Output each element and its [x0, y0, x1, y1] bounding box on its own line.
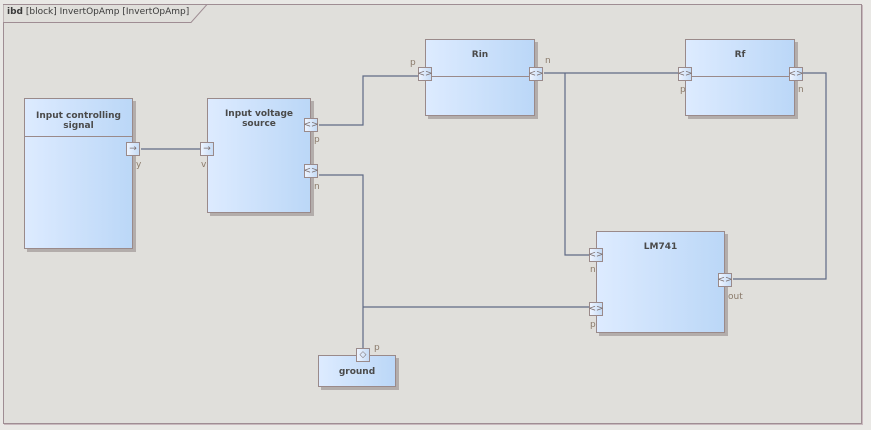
port-label-rin-n: n	[545, 56, 551, 66]
block-name: Rf	[734, 50, 746, 60]
frame-kind: ibd	[7, 7, 23, 17]
bidirectional-icon: <>	[588, 249, 604, 260]
bidirectional-icon: <>	[528, 68, 544, 79]
bidirectional-icon: <>	[788, 68, 804, 79]
bidirectional-icon: <>	[677, 68, 693, 79]
bidirectional-icon: <>	[417, 68, 433, 79]
block-rf[interactable]: Rf	[685, 39, 795, 116]
port-lm741-n[interactable]: <>	[588, 248, 604, 262]
connector-rin-n-lm741-n[interactable]	[564, 73, 590, 256]
port-vs-n[interactable]: <>	[303, 164, 319, 178]
port-rin-p[interactable]: <>	[417, 67, 433, 81]
frame-title-text: [block] InvertOpAmp [InvertOpAmp]	[25, 7, 190, 17]
block-name: ground	[338, 367, 376, 377]
bidirectional-vertical-icon: ◇	[359, 349, 367, 360]
port-label-lm741-p: p	[590, 320, 596, 330]
port-label-vs-n: n	[314, 182, 320, 192]
port-label-ground-p: p	[374, 343, 380, 353]
block-name: Rin	[471, 50, 489, 60]
port-label-rf-n: n	[798, 85, 804, 95]
block-rin[interactable]: Rin	[425, 39, 535, 116]
arrow-right-icon: →	[203, 143, 211, 154]
bidirectional-icon: <>	[588, 303, 604, 314]
connector-vs-n-ground-p[interactable]	[319, 174, 364, 348]
port-rf-p[interactable]: <>	[677, 67, 693, 81]
frame-title: ibd [block] InvertOpAmp [InvertOpAmp]	[7, 7, 189, 17]
port-label-vs-p: p	[314, 135, 320, 145]
bidirectional-icon: <>	[303, 119, 319, 130]
port-label-rin-p: p	[410, 58, 416, 68]
port-lm741-p[interactable]: <>	[588, 302, 604, 316]
block-name: LM741	[643, 242, 678, 252]
compartment-divider	[426, 76, 534, 77]
bidirectional-icon: <>	[717, 274, 733, 285]
block-name: Input controlling signal	[36, 111, 121, 131]
port-rf-n[interactable]: <>	[788, 67, 804, 81]
port-rin-n[interactable]: <>	[528, 67, 544, 81]
compartment-divider	[686, 76, 794, 77]
port-vs-p[interactable]: <>	[303, 118, 319, 132]
block-input-voltage-source[interactable]: Input voltage source	[207, 98, 311, 213]
port-label-v: v	[201, 160, 207, 170]
block-input-controlling-signal[interactable]: Input controlling signal	[24, 98, 133, 249]
block-name: Input voltage source	[224, 109, 294, 129]
arrow-right-icon: →	[129, 143, 137, 154]
port-y[interactable]: →	[126, 142, 140, 156]
port-label-y: y	[136, 160, 142, 170]
connector-vs-p-rin-p[interactable]	[319, 75, 419, 126]
block-lm741[interactable]: LM741	[596, 231, 725, 333]
port-label-lm741-out: out	[728, 292, 743, 302]
port-lm741-out[interactable]: <>	[717, 273, 733, 287]
port-ground-p[interactable]: ◇	[356, 348, 370, 362]
port-v[interactable]: →	[200, 142, 214, 156]
port-label-rf-p: p	[680, 85, 686, 95]
port-label-lm741-n: n	[590, 265, 596, 275]
bidirectional-icon: <>	[303, 165, 319, 176]
compartment-divider	[25, 136, 132, 137]
connector-rf-n-lm741-out[interactable]	[733, 72, 827, 280]
